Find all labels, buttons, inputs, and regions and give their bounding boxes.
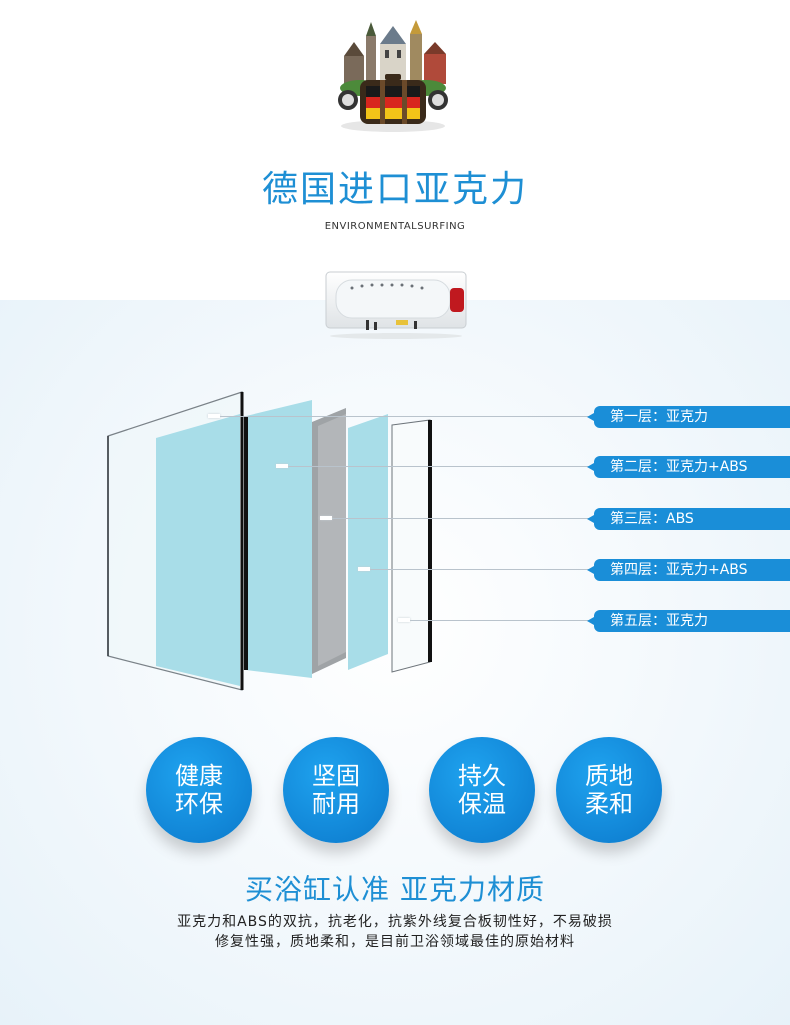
marker-dot-3 [320, 516, 332, 520]
footer-description: 亚克力和ABS的双抗，抗老化，抗紫外线复合板韧性好，不易破损 修复性强，质地柔和… [0, 912, 790, 952]
bathtub-image [325, 271, 467, 339]
layer-label-4: 第四层：亚克力+ABS [587, 559, 790, 581]
marker-dot-4 [358, 567, 370, 571]
feature-line: 保温 [458, 790, 506, 818]
layer-5-sheet [391, 419, 431, 673]
leader-line-5 [404, 620, 594, 621]
acrylic-layers-diagram [107, 391, 432, 691]
footer-headline: 买浴缸认准 亚克力材质 [245, 873, 545, 906]
layer-label-2: 第二层：亚克力+ABS [587, 456, 790, 478]
feature-badge-insulation: 持久 保温 [429, 737, 535, 843]
footer-description-line-2: 修复性强，质地柔和，是目前卫浴领域最佳的原始材料 [215, 934, 575, 950]
page-subtitle: ENVIRONMENTALSURFING [324, 221, 466, 232]
marker-dot-1 [208, 414, 220, 418]
feature-line: 质地 [585, 762, 633, 790]
layer-label-5: 第五层：亚克力 [587, 610, 790, 632]
layer-label-3: 第三层：ABS [587, 508, 790, 530]
footer-description-line-1: 亚克力和ABS的双抗，抗老化，抗紫外线复合板韧性好，不易破损 [177, 914, 613, 930]
layer-2-sheet [246, 400, 312, 678]
marker-dot-2 [276, 464, 288, 468]
marker-dot-5 [398, 618, 410, 622]
layer-label-1: 第一层：亚克力 [587, 406, 790, 428]
page-title: 德国进口亚克力 [261, 169, 528, 210]
feature-line: 柔和 [585, 790, 633, 818]
feature-line: 健康 [175, 762, 223, 790]
layer-4-sheet [348, 414, 388, 670]
feature-badge-durable: 坚固 耐用 [283, 737, 389, 843]
leader-line-1 [214, 416, 594, 417]
leader-line-4 [364, 569, 594, 570]
feature-line: 环保 [175, 790, 223, 818]
feature-badge-healthy: 健康 环保 [146, 737, 252, 843]
feature-line: 耐用 [312, 790, 360, 818]
feature-line: 坚固 [312, 762, 360, 790]
germany-landmarks-suitcase-logo [338, 20, 448, 132]
feature-badge-soft: 质地 柔和 [556, 737, 662, 843]
leader-line-3 [326, 518, 594, 519]
leader-line-2 [282, 466, 594, 467]
feature-line: 持久 [458, 762, 506, 790]
